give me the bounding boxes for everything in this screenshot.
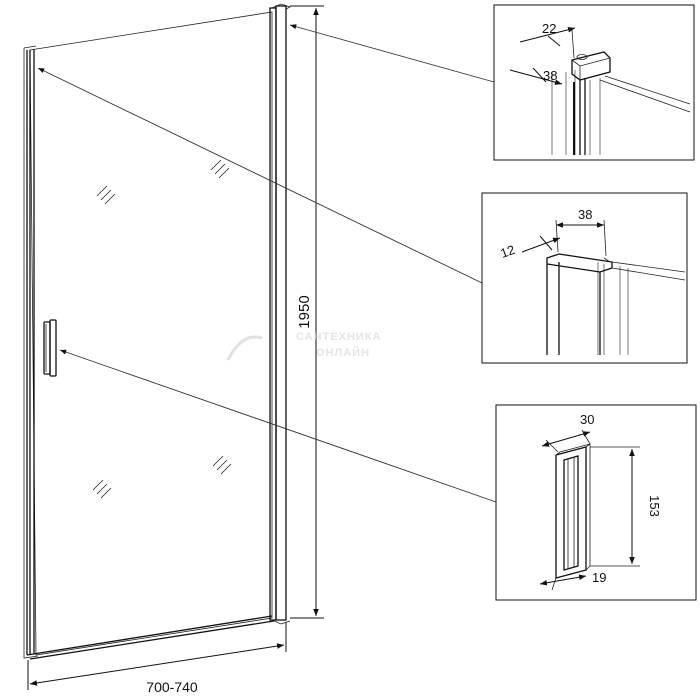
- wall-profile: [269, 3, 292, 625]
- handle-width-label: 19: [592, 570, 606, 585]
- detail-handle-frame: [495, 404, 697, 601]
- width-dimension: 700-740: [27, 622, 287, 695]
- top-profile-width-label: 22: [542, 21, 556, 36]
- svg-text:ОНЛАЙН: ОНЛАЙН: [316, 346, 370, 359]
- detail-handle: 30 153 19: [495, 404, 697, 601]
- watermark-logo: САНТЕХНИКА ОНЛАЙН: [226, 331, 381, 361]
- door-left-edge: [26, 49, 35, 655]
- detail-top-frame: [493, 4, 695, 161]
- handle-depth-label: 30: [580, 412, 594, 427]
- door-glass-panel: [29, 11, 273, 656]
- shower-door: [23, 3, 292, 660]
- door-handle: [43, 319, 57, 377]
- detail-top-profile: 22 38: [493, 4, 695, 161]
- top-profile-depth-label: 38: [543, 68, 557, 83]
- glass-reflection-marks: [92, 159, 232, 499]
- detail-side-frame: [481, 192, 688, 364]
- leader-lines: [37, 24, 497, 503]
- height-dimension: 1950: [290, 5, 324, 619]
- height-label: 1950: [296, 295, 313, 328]
- detail-side-profile: 38 12: [481, 192, 688, 364]
- width-label: 700-740: [146, 679, 198, 695]
- side-profile-width-label: 12: [498, 242, 517, 261]
- handle-length-label: 153: [647, 495, 662, 517]
- side-profile-depth-label: 38: [578, 207, 592, 222]
- svg-text:САНТЕХНИКА: САНТЕХНИКА: [296, 331, 381, 343]
